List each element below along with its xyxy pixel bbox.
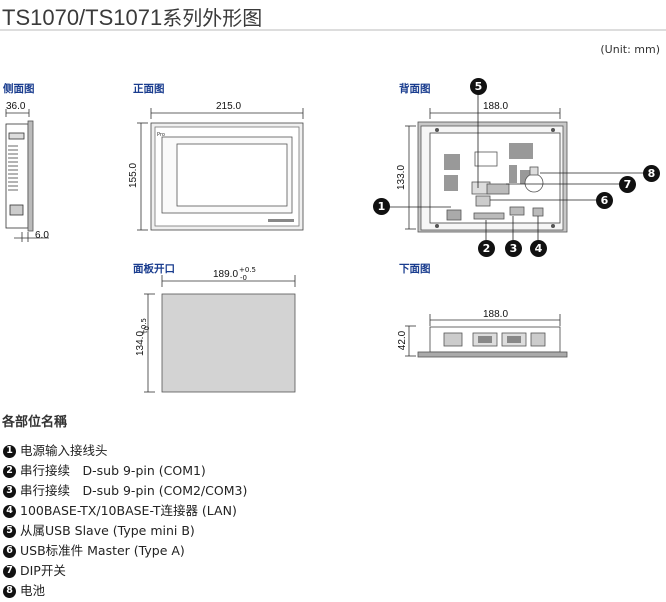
cutout-width-dim: 189.0 — [213, 269, 239, 280]
back-view-label: 背面图 — [399, 83, 431, 95]
part-name: DIP开关 — [20, 563, 66, 578]
back-width-dim: 188.0 — [483, 101, 509, 112]
callout-6: 6 — [596, 192, 613, 209]
cutout-view-label: 面板开口 — [133, 263, 175, 275]
front-view-drawing: Pro — [137, 108, 304, 231]
list-item: 1 电源输入接线头 — [3, 441, 247, 461]
title-model: TS1070/TS1071 — [2, 5, 163, 30]
part-name: 串行接续 D-sub 9-pin (COM1) — [20, 463, 206, 478]
number-badge: 2 — [3, 464, 16, 478]
bottom-height-dim: 42.0 — [397, 330, 409, 351]
page-title: TS1070/TS1071系列外形图 — [2, 2, 262, 31]
number-badge: 3 — [3, 484, 16, 498]
list-item: 2 串行接续 D-sub 9-pin (COM1) — [3, 461, 247, 481]
number-badge: 1 — [3, 444, 16, 458]
title-suffix: 系列外形图 — [162, 8, 263, 30]
back-view-drawing — [387, 95, 645, 240]
cutout-width-tol-minus: -0 — [240, 274, 247, 282]
parts-list: 1 电源输入接线头 2 串行接续 D-sub 9-pin (COM1) 3 串行接续 … — [3, 441, 247, 601]
callout-2: 2 — [478, 240, 495, 257]
list-item: 5 从属USB Slave (Type mini B) — [3, 521, 247, 541]
front-width-dim: 215.0 — [216, 101, 242, 112]
callout-7: 7 — [619, 176, 636, 193]
callout-5: 5 — [470, 78, 487, 95]
list-item: 3 串行接续 D-sub 9-pin (COM2/COM3) — [3, 481, 247, 501]
number-badge: 7 — [3, 564, 16, 578]
cutout-view-drawing — [144, 275, 296, 393]
number-badge: 5 — [3, 524, 16, 538]
unit-note: (Unit: mm) — [600, 43, 660, 56]
side-view-label: 侧面图 — [3, 83, 35, 95]
part-name: 电池 — [20, 583, 46, 598]
number-badge: 4 — [3, 504, 16, 518]
cutout-height-tol-minus: -0 — [142, 326, 151, 333]
front-height-dim: 155.0 — [128, 162, 140, 189]
side-bottom-dim: 6.0 — [35, 230, 49, 241]
callout-8: 8 — [643, 165, 660, 182]
part-name: USB标准件 Master (Type A) — [20, 543, 185, 558]
list-item: 7 DIP开关 — [3, 561, 247, 581]
parts-heading: 各部位名稱 — [2, 415, 68, 430]
side-width-dim: 36.0 — [6, 101, 26, 112]
list-item: 4 100BASE-TX/10BASE-T连接器 (LAN) — [3, 501, 247, 521]
bottom-view-label: 下面图 — [399, 263, 431, 275]
number-badge: 6 — [3, 544, 16, 558]
svg-text:Pro: Pro — [157, 132, 165, 138]
cutout-width-tol-plus: +0.5 — [239, 266, 256, 274]
side-view-drawing — [5, 109, 49, 242]
front-view-label: 正面图 — [133, 83, 165, 95]
part-name: 100BASE-TX/10BASE-T连接器 (LAN) — [20, 503, 237, 518]
part-name: 从属USB Slave (Type mini B) — [20, 523, 195, 538]
list-item: 6 USB标准件 Master (Type A) — [3, 541, 247, 561]
back-height-dim: 133.0 — [396, 164, 408, 191]
number-badge: 8 — [3, 584, 16, 598]
callout-3: 3 — [505, 240, 522, 257]
callout-4: 4 — [530, 240, 547, 257]
bottom-width-dim: 188.0 — [483, 309, 509, 320]
bottom-view-drawing — [405, 314, 568, 358]
list-item: 8 电池 — [3, 581, 247, 601]
part-name: 串行接续 D-sub 9-pin (COM2/COM3) — [20, 483, 248, 498]
part-name: 电源输入接线头 — [20, 443, 108, 458]
callout-1: 1 — [373, 198, 390, 215]
